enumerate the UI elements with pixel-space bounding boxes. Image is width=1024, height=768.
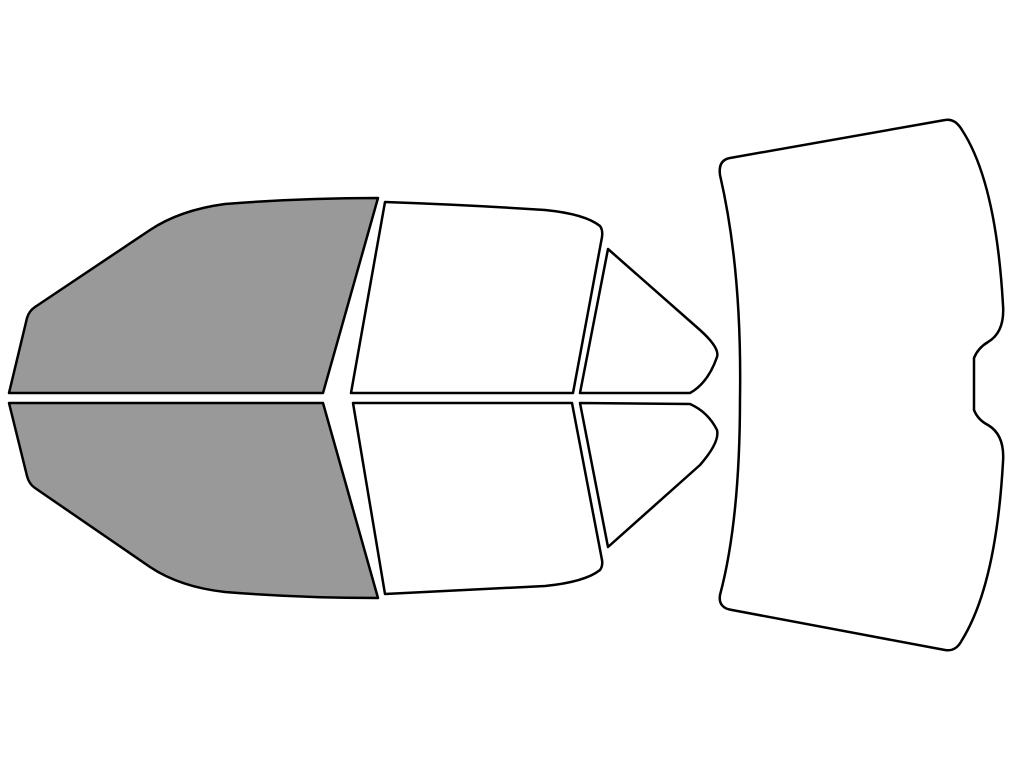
rear-passenger-window[interactable] bbox=[351, 401, 604, 596]
rear-driver-window[interactable] bbox=[349, 200, 604, 395]
front-driver-window[interactable] bbox=[7, 196, 380, 395]
rear-windshield[interactable] bbox=[718, 118, 1005, 652]
rear-passenger-quarter-window[interactable] bbox=[578, 401, 719, 549]
front-passenger-window[interactable] bbox=[7, 401, 380, 600]
rear-driver-quarter-window[interactable] bbox=[578, 247, 719, 395]
